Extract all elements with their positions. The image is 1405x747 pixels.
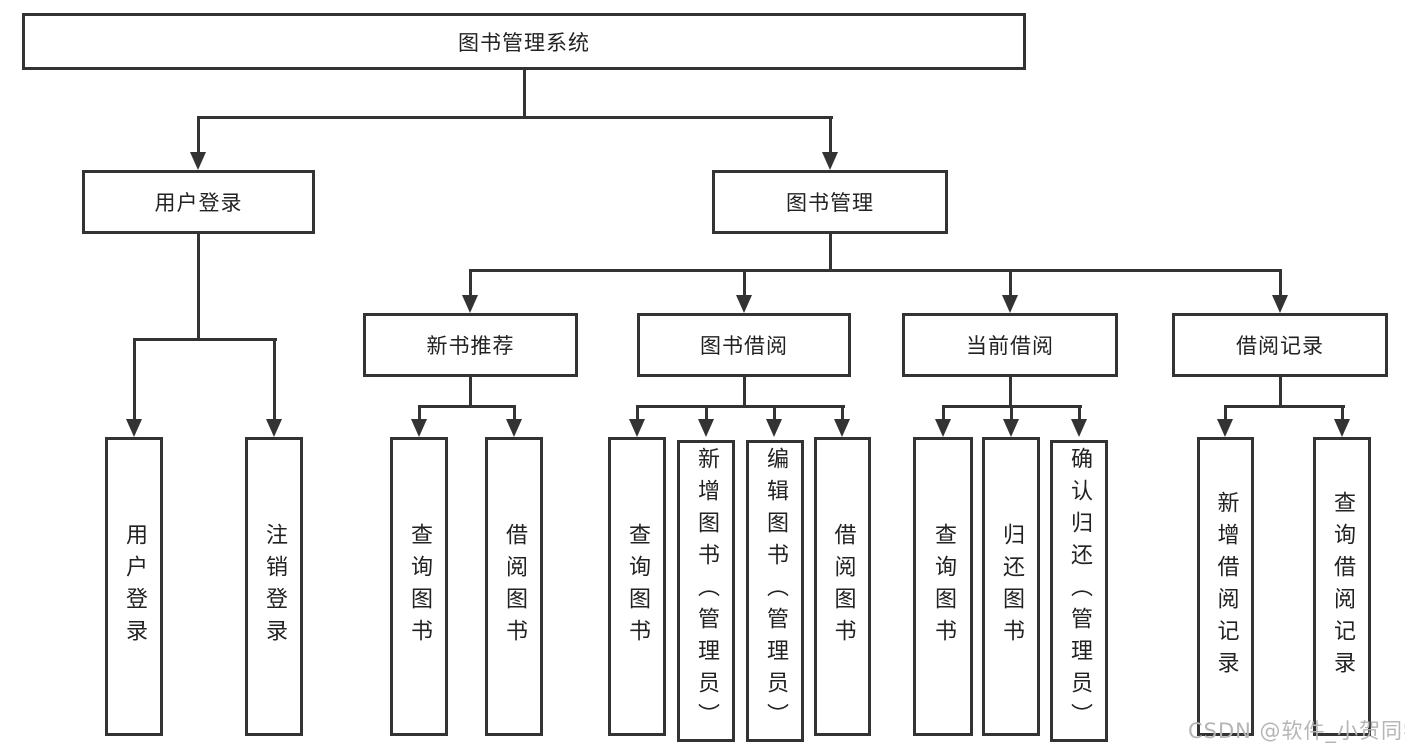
connector-arrow [629,419,645,437]
connector-arrow [506,419,522,437]
node-user-login: 用户登录 [82,170,315,234]
leaf-confirm-return-admin: 确认归还（管理员） [1050,440,1108,742]
connector-line [468,377,472,408]
leaf-query-books-borrowing: 查询图书 [608,437,666,736]
connector-line [1008,377,1012,408]
connector-line [1278,377,1282,408]
leaf-user-login: 用户登录 [105,437,163,736]
leaf-logout: 注销登录 [245,437,303,736]
connector-line [772,405,776,421]
leaf-return-book: 归还图书 [982,437,1040,736]
connector-line [417,405,421,421]
connector-arrow [736,295,752,313]
node-book-borrowing: 图书借阅 [637,313,851,377]
connector-arrow [1002,295,1018,313]
node-current-borrowing: 当前借阅 [902,313,1118,377]
connector-arrow [411,419,427,437]
connector-line [196,116,200,154]
connector-line [1008,269,1012,297]
csdn-watermark: CSDN @软件_小贺同学 [1188,719,1405,743]
node-borrowing-records: 借阅记录 [1172,313,1388,377]
connector-line [1278,269,1282,297]
connector-line [468,269,472,297]
connector-arrow [266,419,282,437]
connector-line [132,338,136,421]
leaf-query-borrow-record: 查询借阅记录 [1313,437,1371,736]
connector-line [417,405,516,408]
node-library-system: 图书管理系统 [22,13,1026,70]
leaf-borrow-books-borrowing: 借阅图书 [814,437,871,736]
connector-line [742,377,746,408]
connector-line [196,233,200,340]
connector-arrow [1272,295,1288,313]
node-book-management: 图书管理 [712,170,948,234]
connector-arrow [1334,419,1350,437]
leaf-query-books-current: 查询图书 [913,437,973,736]
connector-arrow [190,152,206,170]
connector-line [828,233,832,272]
connector-line [828,116,832,154]
leaf-add-borrow-record: 新增借阅记录 [1197,437,1254,736]
connector-line [468,269,1282,272]
connector-line [840,405,844,421]
connector-line [1077,405,1081,421]
connector-arrow [822,152,838,170]
connector-line [522,69,526,118]
connector-line [635,405,845,408]
connector-line [704,405,708,421]
connector-arrow [698,419,714,437]
connector-line [1340,405,1344,421]
connector-line [1223,405,1345,408]
connector-line [941,405,945,421]
connector-arrow [1071,419,1087,437]
leaf-borrow-books-recommend: 借阅图书 [485,437,543,736]
leaf-add-book-admin: 新增图书（管理员） [677,440,735,742]
leaf-query-books-recommend: 查询图书 [390,437,448,736]
connector-arrow [834,419,850,437]
connector-line [196,116,833,119]
connector-line [512,405,516,421]
connector-line [132,338,277,341]
connector-arrow [1003,419,1019,437]
connector-arrow [935,419,951,437]
connector-line [635,405,639,421]
connector-line [272,338,276,421]
node-new-book-recommend: 新书推荐 [363,313,578,377]
connector-arrow [766,419,782,437]
connector-line [1223,405,1227,421]
connector-line [742,269,746,297]
connector-arrow [126,419,142,437]
connector-arrow [462,295,478,313]
connector-line [1009,405,1013,421]
leaf-edit-book-admin: 编辑图书（管理员） [746,440,804,742]
connector-arrow [1217,419,1233,437]
